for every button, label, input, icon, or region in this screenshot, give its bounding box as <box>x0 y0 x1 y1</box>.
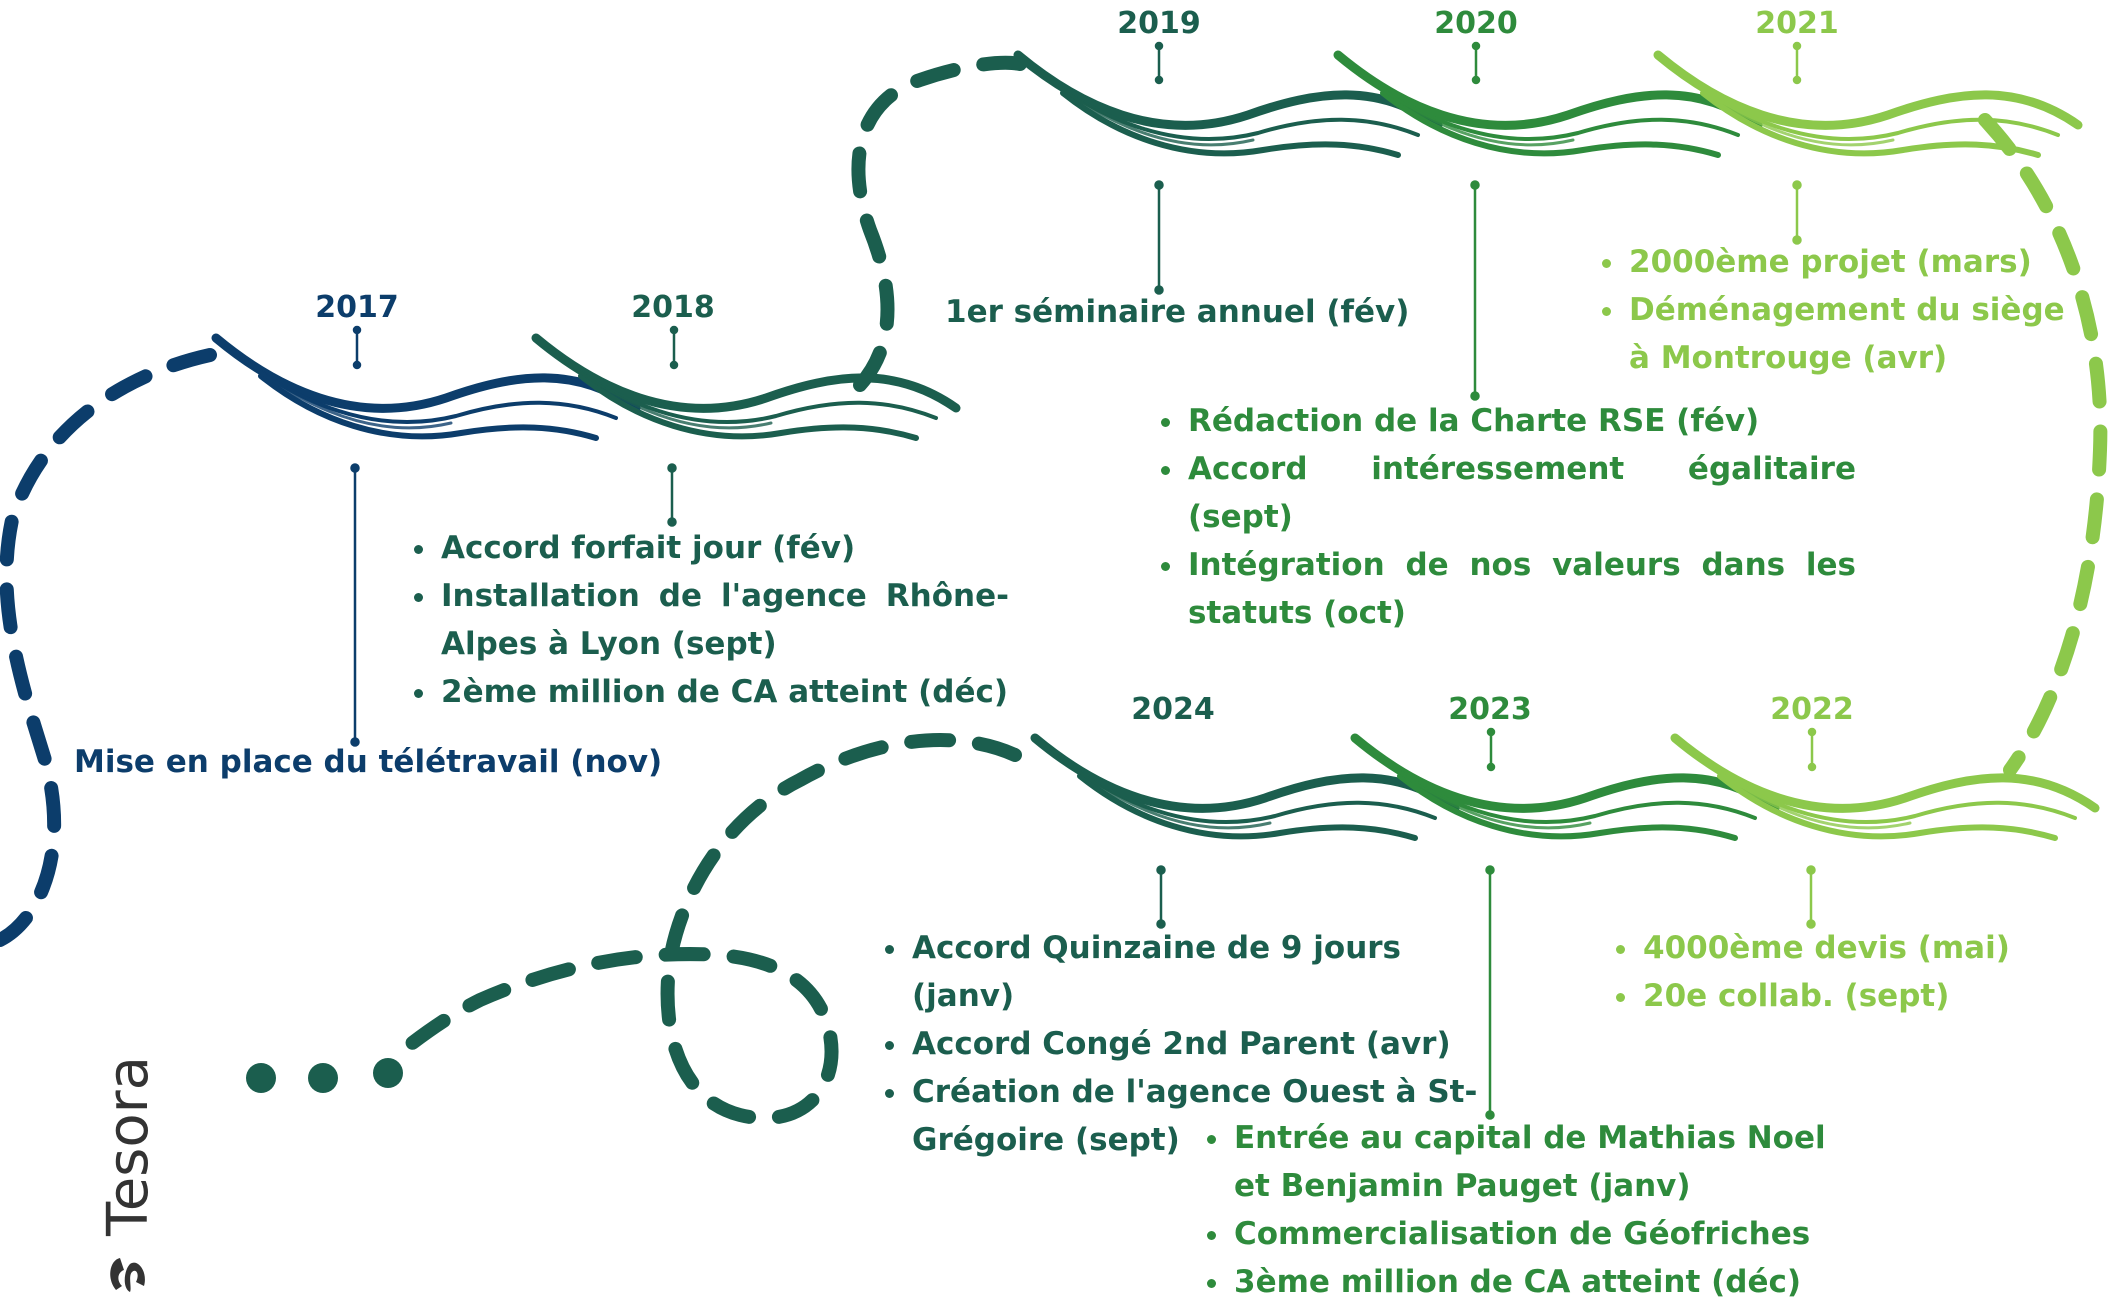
event-2024-3: Création de l'agence Ouest à St-Grégoire… <box>910 1068 1510 1164</box>
tick-2022 <box>1807 727 1817 772</box>
wave-2023 <box>1355 738 1775 838</box>
wave-2017 <box>216 338 636 438</box>
event-2023-3: 3ème million de CA atteint (déc) <box>1232 1258 1872 1306</box>
event-2018-3: 2ème million de CA atteint (déc) <box>439 668 1009 716</box>
connector-2022 <box>1806 865 1816 929</box>
event-2021-2: Déménagement du siège à Montrouge (avr) <box>1627 286 2077 382</box>
connector-2020 <box>1470 180 1480 401</box>
event-2018-2: Installation de l'agence Rhône-Alpes à L… <box>439 572 1009 668</box>
trail-dot-3 <box>246 1063 276 1093</box>
wave-2019 <box>1018 55 1438 155</box>
brand: Tesora <box>96 1056 161 1300</box>
tick-2021 <box>1792 41 1802 85</box>
event-2020-1: Rédaction de la Charte RSE (fév) <box>1186 397 1856 445</box>
tick-2017 <box>352 325 362 370</box>
year-label-2018: 2018 <box>631 290 715 325</box>
connector-2024 <box>1156 865 1166 929</box>
year-label-2023: 2023 <box>1448 692 1532 727</box>
connector-2019 <box>1154 180 1164 295</box>
event-2018-1: Accord forfait jour (fév) <box>439 524 1009 572</box>
event-2024-1: Accord Quinzaine de 9 jours (janv) <box>910 924 1510 1020</box>
trail-dot-1 <box>373 1058 403 1088</box>
tesora-logo-icon <box>102 1250 156 1300</box>
year-label-2019: 2019 <box>1117 6 1201 41</box>
event-2017: Mise en place du télétravail (nov) <box>74 744 663 780</box>
event-2023-1: Entrée au capital de Mathias Noel et Ben… <box>1232 1114 1872 1210</box>
events-list-2023: Entrée au capital de Mathias Noel et Ben… <box>1198 1114 1872 1306</box>
tick-2018 <box>669 325 679 370</box>
tick-2023 <box>1486 727 1496 772</box>
year-label-2017: 2017 <box>315 290 399 325</box>
events-list-2020: Rédaction de la Charte RSE (fév) Accord … <box>1152 397 1856 637</box>
dashed-path-upper-green <box>851 55 1027 392</box>
tick-2020 <box>1471 41 1481 85</box>
event-2019: 1er séminaire annuel (fév) <box>945 294 1410 330</box>
wave-2020 <box>1338 55 1758 155</box>
wave-2021 <box>1658 55 2078 155</box>
dashed-path-lower-loop <box>383 733 1022 1126</box>
events-list-2024: Accord Quinzaine de 9 jours (janv) Accor… <box>876 924 1510 1164</box>
year-label-2022: 2022 <box>1770 692 1854 727</box>
connector-2021 <box>1792 180 1802 245</box>
wave-2024 <box>1035 738 1455 838</box>
dashed-path-navy <box>0 348 217 947</box>
event-2022-1: 4000ème devis (mai) <box>1641 924 2091 972</box>
connector-2017 <box>350 463 360 747</box>
wave-2018 <box>536 338 956 438</box>
tick-2019 <box>1154 41 1164 85</box>
year-label-2020: 2020 <box>1434 6 1518 41</box>
wave-2022 <box>1675 738 2095 838</box>
event-2022-2: 20e collab. (sept) <box>1641 972 2091 1020</box>
connector-2023 <box>1485 865 1495 1120</box>
dashed-path-right <box>1978 113 2108 777</box>
year-label-2024: 2024 <box>1131 692 1215 727</box>
events-list-2022: 4000ème devis (mai) 20e collab. (sept) <box>1607 924 2091 1020</box>
event-2020-2: Accord intéressement égalitaire (sept) <box>1186 445 1856 541</box>
brand-name: Tesora <box>96 1056 161 1236</box>
event-2021-1: 2000ème projet (mars) <box>1627 238 2077 286</box>
event-2020-3: Intégration de nos valeurs dans les stat… <box>1186 541 1856 637</box>
connector-2018 <box>667 463 677 527</box>
events-list-2018: Accord forfait jour (fév) Installation d… <box>405 524 1009 716</box>
events-list-2021: 2000ème projet (mars) Déménagement du si… <box>1593 238 2077 382</box>
year-label-2021: 2021 <box>1755 6 1839 41</box>
trail-dot-2 <box>308 1063 338 1093</box>
event-2024-2: Accord Congé 2nd Parent (avr) <box>910 1020 1510 1068</box>
event-2023-2: Commercialisation de Géofriches <box>1232 1210 1872 1258</box>
